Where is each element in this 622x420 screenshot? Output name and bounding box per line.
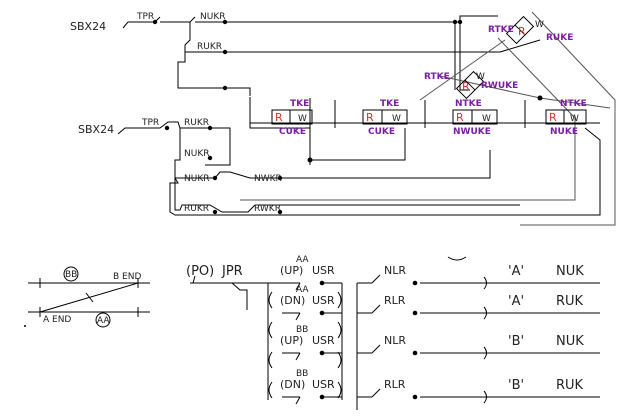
ruke-label: RUKE (546, 33, 573, 43)
tke-label-2: TKE (380, 99, 399, 109)
row-group-label: BB (296, 369, 308, 379)
legend-bb: BB (65, 270, 77, 280)
r-letter-4: R (366, 111, 374, 124)
rtke-label-top: RTKE (488, 25, 514, 35)
po-label: (PO) (186, 264, 214, 279)
nukr-lower-a-label: NUKR (184, 149, 209, 159)
relay-row: BB(UP) USR NLR 'B' NUK (280, 325, 600, 361)
relay-row: AA(UP) USR NLR 'A' NUK (280, 255, 600, 291)
nukr-upper-label: NUKR (200, 12, 225, 22)
rtke-label-mid: RTKE (424, 72, 450, 82)
row-output-label: NUK (556, 334, 584, 349)
w-letter-2: W (476, 72, 485, 82)
ntke-label-1: NTKE (455, 99, 482, 109)
row-route-label: 'A' (508, 264, 524, 279)
row-usr-label: USR (312, 264, 335, 277)
r-letter-5: R (456, 111, 464, 124)
bottom-ladder-wiring (190, 256, 467, 410)
w-letter-4: W (392, 114, 401, 124)
row-relay-label: RLR (384, 294, 406, 307)
relay-row: BB(DN) USR RLR 'B' RUK (280, 369, 600, 405)
row-group-label: BB (296, 325, 308, 335)
sbx-lower-label: SBX24 (78, 123, 114, 136)
row-direction-label: (UP) (280, 334, 303, 347)
row-group-label: AA (296, 285, 309, 295)
legend-a-end: A END (43, 315, 71, 325)
rukr-lower-b-label: RUKR (184, 204, 209, 214)
junction-dot (412, 350, 418, 356)
w-letter-6: W (570, 114, 579, 124)
legend-b-end: B END (113, 272, 141, 282)
row-route-label: 'B' (508, 334, 524, 349)
r-letter-3: R (275, 111, 283, 124)
junction-dot (319, 280, 325, 286)
junction-dot (319, 350, 325, 356)
row-direction-label: (DN) (280, 378, 305, 391)
cuke-label-1: CUKE (279, 127, 306, 137)
jpr-label: JPR (221, 264, 243, 279)
legend-sketch (24, 266, 150, 328)
rwkr-label: RWKR (254, 204, 281, 214)
rwuke-label: RWUKE (481, 81, 518, 91)
row-relay-label: RLR (384, 378, 406, 391)
row-usr-label: USR (312, 378, 335, 391)
r-letter-6: R (549, 111, 557, 124)
w-letter-1: W (535, 20, 544, 30)
r-letter-2: R (462, 80, 470, 93)
row-route-label: 'B' (508, 378, 524, 393)
nwuke-label: NWUKE (453, 127, 491, 137)
track-boxes (271, 15, 587, 128)
nuke-label: NUKE (550, 127, 578, 137)
relay-row: AA(DN) USR RLR 'A' RUK (280, 285, 600, 321)
junction-dot (412, 310, 418, 316)
row-direction-label: (DN) (280, 294, 305, 307)
row-output-label: RUK (556, 294, 584, 309)
rukr-lower-a-label: RUKR (184, 118, 209, 128)
row-output-label: NUK (556, 264, 584, 279)
row-relay-label: NLR (384, 264, 406, 277)
junction-dot (412, 394, 418, 400)
junction-dot (319, 394, 325, 400)
tke-label-1: TKE (290, 99, 309, 109)
tpr-upper-label: TPR (136, 12, 154, 22)
row-usr-label: USR (312, 294, 335, 307)
junction-dot (412, 280, 418, 286)
w-letter-5: W (482, 114, 491, 124)
sbx-upper-label: SBX24 (70, 20, 106, 33)
tpr-lower-label: TPR (141, 118, 159, 128)
row-relay-label: NLR (384, 334, 406, 347)
junction-dot (319, 310, 325, 316)
r-letter-1: R (518, 25, 526, 38)
row-output-label: RUK (556, 378, 584, 393)
w-letter-3: W (298, 114, 307, 124)
row-direction-label: (UP) (280, 264, 303, 277)
row-route-label: 'A' (508, 294, 524, 309)
cuke-label-2: CUKE (368, 127, 395, 137)
row-usr-label: USR (312, 334, 335, 347)
legend-aa: AA (97, 316, 110, 326)
nukr-lower-b-label: NUKR (184, 174, 209, 184)
ntke-label-2: NTKE (560, 99, 587, 109)
nwkr-label: NWKR (254, 174, 282, 184)
junction-dots-top (152, 19, 543, 215)
row-group-label: AA (296, 255, 309, 265)
rukr-upper-label: RUKR (197, 42, 222, 52)
